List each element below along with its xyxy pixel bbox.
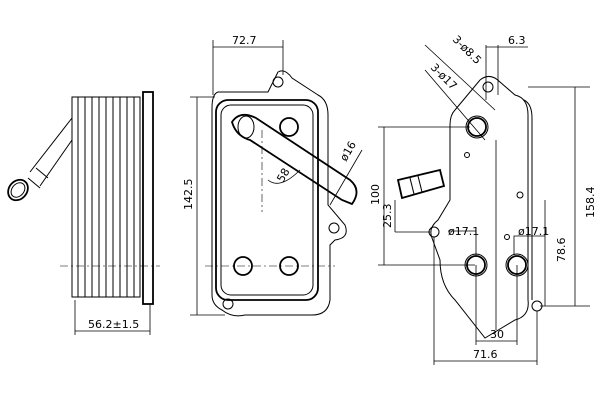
back-view: 3-ø8.5 3-ø17 6.3 100 25.3 ø17.1 ø17.1 78… <box>369 33 597 365</box>
front-view: 58 ø16 72.7 142.5 <box>182 34 363 317</box>
dim-mount-spacing: 71.6 <box>473 348 498 361</box>
dim-pipe-diameter: ø16 <box>337 139 359 163</box>
dim-front-width: 72.7 <box>232 34 257 47</box>
dim-hole-small: 3-ø8.5 <box>450 33 484 67</box>
dim-port-spacing: 30 <box>490 328 504 341</box>
dim-overall-height: 158.4 <box>584 187 597 219</box>
side-view: 56.2±1.5 <box>7 91 160 335</box>
dim-vertical-25-3: 25.3 <box>381 204 394 229</box>
dim-port-left: ø17.1 <box>448 225 479 238</box>
dim-pipe-angle: 58 <box>274 166 292 185</box>
dim-side-depth: 56.2±1.5 <box>88 318 139 331</box>
dim-vertical-78-6: 78.6 <box>555 238 568 263</box>
dim-hole-large: 3-ø17 <box>428 61 460 93</box>
dim-front-height: 142.5 <box>182 179 195 211</box>
dim-offset-top: 6.3 <box>508 34 526 47</box>
dim-vertical-100: 100 <box>369 184 382 205</box>
dim-port-right: ø17.1 <box>518 225 549 238</box>
